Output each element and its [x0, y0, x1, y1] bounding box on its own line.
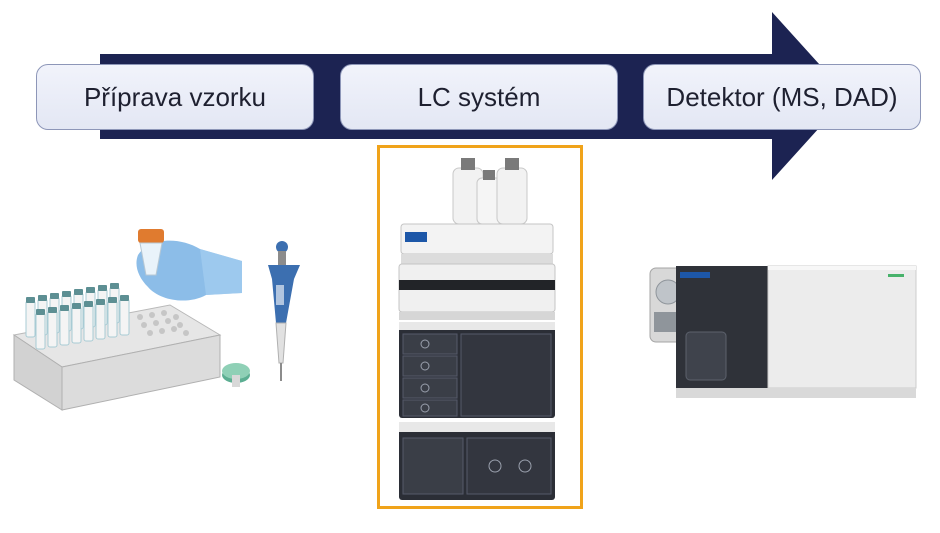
stage-sample-preparation: Příprava vzorku	[36, 64, 314, 130]
stage-lc-system: LC systém	[340, 64, 618, 130]
sample-preparation-illustration	[12, 229, 300, 411]
pipette-icon	[268, 241, 300, 381]
vial-rack-icon	[12, 283, 222, 411]
stage-label: Příprava vzorku	[83, 81, 267, 112]
lc-pump-module	[399, 322, 555, 418]
lc-system-illustration	[398, 158, 556, 500]
sample-tube-icon	[138, 229, 164, 276]
detector-body-icon	[676, 265, 917, 398]
solvent-bottles-icon	[452, 158, 528, 225]
gloved-hand-icon	[136, 240, 242, 301]
lc-column-compartment	[399, 422, 555, 500]
stage-detector: Detektor (MS, DAD)	[643, 64, 921, 130]
lc-degasser-module	[400, 223, 554, 264]
lc-autosampler-module	[398, 263, 556, 320]
syringe-filter-icon	[222, 363, 250, 387]
stage-label: Detektor (MS, DAD)	[666, 81, 898, 112]
lc-system-highlight-frame	[377, 145, 583, 509]
mass-spectrometer-illustration	[649, 265, 917, 398]
stage-label: LC systém	[417, 81, 541, 112]
